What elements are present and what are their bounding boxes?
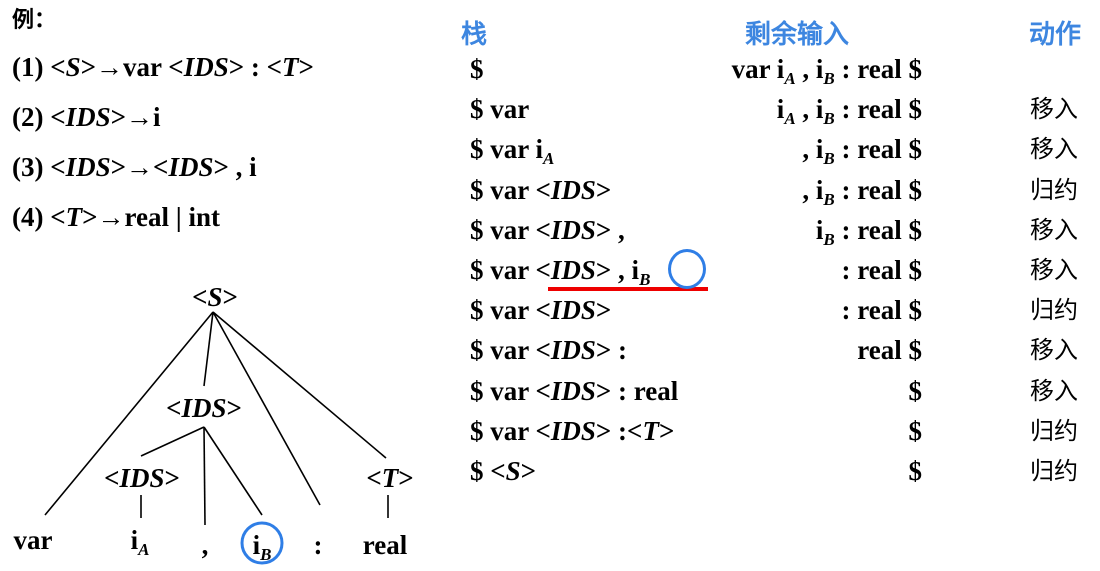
table-row: $ var <IDS> :<T> $ 归约	[470, 414, 1100, 448]
edge	[140, 426, 205, 457]
table-row: $ <S> $ 归约	[470, 454, 1100, 488]
stack-cell: $ <S>	[470, 456, 537, 486]
parse-tree: <S> <IDS> <IDS> <T> var iA , iB : real	[14, 282, 414, 565]
grammar-rule: (2) <IDS>→i	[12, 102, 161, 132]
stack-cell: $ var	[470, 94, 530, 125]
leaf-comma: ,	[202, 530, 209, 560]
action-cell: 移入	[1030, 135, 1078, 164]
stack-cell: $ var <IDS> ,	[470, 214, 625, 245]
edge	[44, 311, 214, 516]
table-row: $ var <IDS> , iB : real $ 移入	[470, 213, 1100, 249]
action-cell: 移入	[1030, 95, 1078, 124]
stack-cell: $ var iA	[470, 134, 555, 169]
stack-cell: $ var <IDS> , iB	[470, 255, 651, 289]
action-cell: 归约	[1030, 457, 1078, 485]
action-cell: 归约	[1030, 416, 1078, 445]
edge	[203, 311, 214, 387]
action-cell: 移入	[1030, 215, 1078, 244]
table-row: $ var <IDS> : real $ 移入	[470, 374, 1100, 408]
edge	[212, 311, 321, 506]
node-IDS-lower: <IDS>	[104, 463, 180, 493]
tree-edges	[44, 311, 389, 526]
header-stack: 栈	[461, 20, 488, 50]
input-cell: , iB : real $	[802, 134, 922, 169]
input-cell: $	[908, 456, 923, 486]
table-row: $ var iA , iB : real $ 移入	[470, 132, 1100, 169]
input-cell: var iA , iB : real $	[731, 54, 922, 88]
header-input: 剩余输入	[745, 20, 850, 50]
table-row: $ var <IDS> : real $ 移入	[470, 333, 1100, 367]
leaf-iA: iA	[131, 525, 150, 559]
stack-cell: $ var <IDS> :	[470, 335, 628, 366]
edge	[203, 426, 263, 516]
stack-cell: $ var <IDS> :<T>	[470, 415, 675, 446]
input-cell: real $	[857, 335, 922, 366]
edge	[203, 426, 206, 526]
action-cell: 归约	[1030, 296, 1078, 325]
table-row: $ var iA , iB : real $ 移入	[470, 92, 1100, 129]
grammar-rule: (4) <T>→real | int	[12, 202, 220, 232]
grammar-rule: (3) <IDS>→<IDS> , i	[12, 152, 257, 182]
leaf-real: real	[363, 530, 408, 560]
input-cell: iB : real $	[815, 214, 922, 249]
action-cell: 移入	[1030, 376, 1078, 405]
input-cell: : real $	[841, 255, 922, 285]
stack-cell: $	[470, 54, 484, 84]
example-label: 例：	[12, 8, 57, 33]
table-row: $ var <IDS> , iB : real $ 归约	[470, 173, 1100, 209]
leaf-iB: iB	[253, 530, 272, 564]
leaf-var: var	[14, 525, 53, 555]
input-cell: , iB : real $	[802, 174, 922, 209]
stack-cell: $ var <IDS> : real	[470, 375, 679, 406]
input-cell: iA , iB : real $	[776, 94, 922, 129]
leaf-iB-highlight-circle	[240, 521, 284, 565]
table-row: $ var iA , iB : real $	[470, 52, 1100, 88]
action-cell: 归约	[1030, 175, 1078, 204]
stack-cell: $ var <IDS>	[470, 295, 612, 326]
node-S: <S>	[192, 282, 238, 312]
input-cell: $	[908, 375, 923, 406]
table-row: $ var <IDS> : real $ 归约	[470, 293, 1100, 327]
table-row: $ var <IDS> , iB : real $ 移入	[470, 253, 1100, 289]
action-cell: 移入	[1030, 336, 1078, 365]
action-cell: 移入	[1030, 256, 1078, 284]
input-cell: : real $	[841, 295, 922, 326]
handle-underline	[548, 287, 708, 291]
input-cell: $	[908, 415, 923, 446]
leaf-colon: :	[314, 530, 323, 560]
stack-cell: $ var <IDS>	[470, 174, 612, 205]
node-IDS-upper: <IDS>	[166, 393, 242, 423]
highlight-circle	[668, 249, 706, 289]
edge	[212, 311, 387, 459]
node-T: <T>	[366, 463, 413, 493]
grammar-rule: (1) <S>→var <IDS> : <T>	[12, 52, 314, 82]
header-action: 动作	[1029, 20, 1082, 50]
